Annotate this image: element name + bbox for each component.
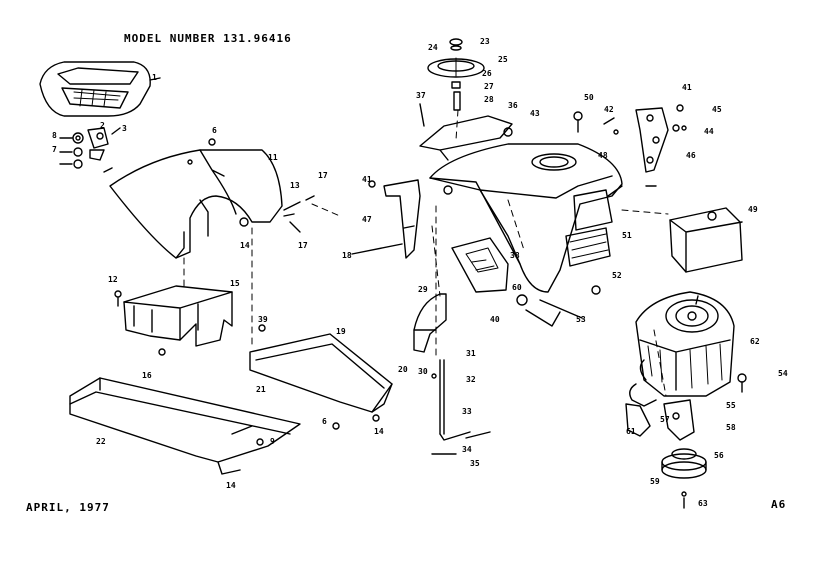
bracket-part [413,293,447,353]
hinge-part [635,104,687,187]
callout-cotter: 34 [462,445,472,454]
callout-spring: 17 [318,171,328,180]
callout-washer-b: 16 [142,371,152,380]
model-number: MODEL NUMBER 131.96416 [124,32,292,45]
callout-sleeve: 30 [418,367,428,376]
engine-part [635,291,735,397]
callout-footrest-plate: 22 [96,437,106,446]
callout-spring-2: 17 [298,241,308,250]
callout-pin: 7 [52,145,57,154]
callout-key: 60 [512,283,522,292]
callout-adapter: 26 [482,69,492,78]
callout-bolt: 2 [100,121,105,130]
engine-mount-parts [625,373,747,441]
callout-muffler: 49 [748,205,758,214]
callout-link: 33 [462,407,472,416]
callout-dash: 36 [508,101,518,110]
callout-washer: 3 [122,124,127,133]
callout-washer-d: 42 [604,105,614,114]
callout-hinge: 46 [686,151,696,160]
callout-engine-pulley: 55 [726,401,736,410]
callout-steering-nut: 24 [428,43,438,52]
callout-spacer-2: 14 [226,481,236,490]
callout-support-rod: 32 [466,375,476,384]
hood-hardware [443,111,619,195]
callout-engine: 62 [750,337,760,346]
dash-panel-part [419,103,513,161]
callout-spacer-b: 27 [484,82,494,91]
callout-rod-b: 53 [576,315,586,324]
callout-screw-b: 45 [712,105,722,114]
callout-fender: 11 [268,153,278,162]
callout-seat-support: 15 [230,279,240,288]
callout-bracket-b: 57 [660,415,670,424]
muffler-part [669,207,743,273]
callout-bolt-c: 58 [726,423,736,432]
callout-steering-shaft: 31 [466,349,476,358]
callout-nut-a: 12 [108,275,118,284]
callout-pivot-bolt-2: 6 [322,417,327,426]
callout-bolt-a: 13 [290,181,300,190]
pulley-part [661,448,707,509]
callout-labels: 1 2 3 6 7 8 11 13 17 14 17 15 16 19 20 2… [52,37,788,508]
callout-bumper: 52 [612,271,622,280]
callout-keeper: 61 [626,427,636,436]
callout-nut-b: 44 [704,127,714,136]
alignment-lines-center [431,109,669,397]
callout-footrest-l: 21 [256,385,266,394]
callout-spacer-3: 14 [374,427,384,436]
callout-panel-l: 47 [362,215,372,224]
callout-hood: 50 [584,93,594,102]
callout-footrest-r: 20 [398,365,408,374]
callout-cover: 28 [484,95,494,104]
seat-hardware [59,127,121,173]
callout-grille: 51 [622,231,632,240]
hood-part [429,143,623,293]
page-code: A6 [771,498,787,511]
callout-seat: 1 [152,73,157,82]
callout-bracket-a: 29 [418,285,428,294]
callout-screen: 38 [510,251,520,260]
screen-part [451,237,509,293]
callout-grommet: 43 [530,109,540,118]
callout-hood-bolt: 41 [362,175,372,184]
callout-steering-wheel: 25 [498,55,508,64]
steering-wheel-part [427,38,485,111]
callout-pin-b: 35 [470,459,480,468]
callout-side-panel: 19 [336,327,346,336]
callout-idler: 56 [714,451,724,460]
callout-clip-b: 37 [416,91,426,100]
footrest-plate-part [69,377,301,475]
side-panel-part [249,324,393,430]
callout-washer-c: 39 [258,315,268,324]
callout-washer-e: 48 [598,151,608,160]
callout-bearing: 63 [698,499,708,508]
callout-clip-c: 59 [650,477,660,486]
clip-parts [516,285,601,327]
issue-date: APRIL, 1977 [26,501,110,514]
callout-fender-screw: 9 [270,437,275,446]
callout-nut: 8 [52,131,57,140]
fender-part [109,138,315,259]
seat-part [39,61,161,117]
alignment-lines-left [183,203,341,345]
callout-spring-b: 54 [778,369,788,378]
callout-spacer: 14 [240,241,250,250]
callout-bolt-b: 40 [490,315,500,324]
callout-pivot-bolt: 6 [212,126,217,135]
side-bracket-part [351,179,421,259]
callout-clip: 18 [342,251,352,260]
steering-shaft-part [431,359,491,455]
seat-support-part [114,285,233,356]
callout-wheel-cap: 23 [480,37,490,46]
callout-hood-bolt-2: 41 [682,83,692,92]
